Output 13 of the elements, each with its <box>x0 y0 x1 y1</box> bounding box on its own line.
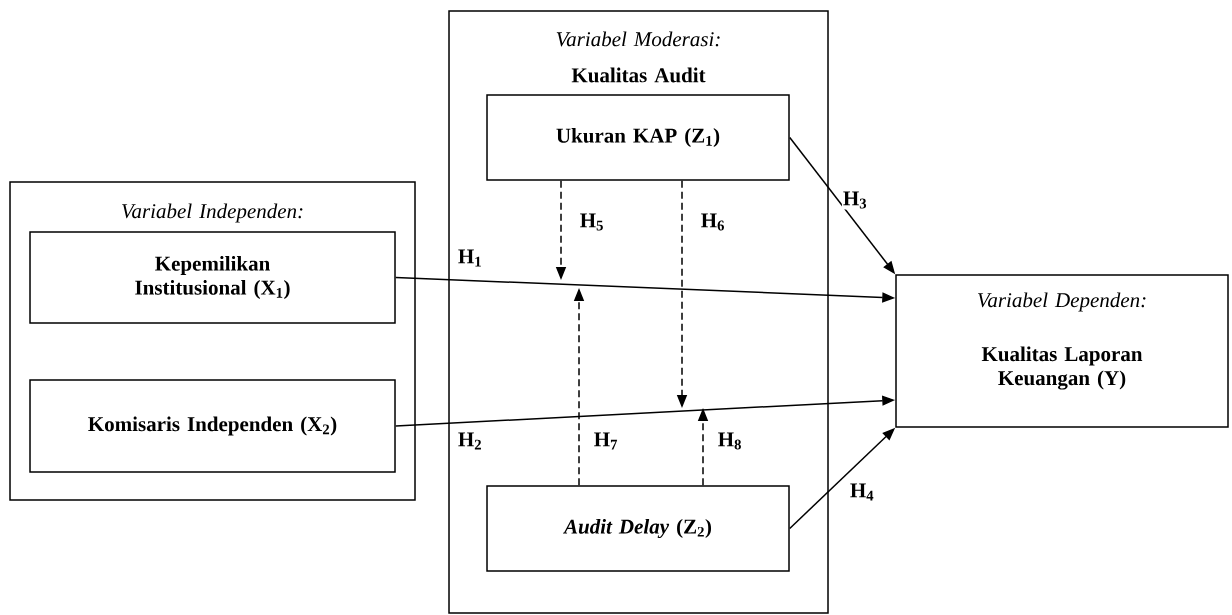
variable-box: Kepemilikan Institusional (X$_{1}$) <box>29 231 396 324</box>
edge-label: H$_{3}$ <box>841 190 869 210</box>
edge-label: H$_{5}$ <box>578 212 605 232</box>
variable-box: Ukuran KAP (Z$_{1}$) <box>486 94 790 181</box>
edge-label: H$_{4}$ <box>848 482 876 502</box>
edge-label: H$_{1}$ <box>456 248 484 268</box>
variable-box: Variabel Dependen: Kualitas Laporan Keuangan (Y) <box>895 274 1229 428</box>
edge-label: H$_{2}$ <box>456 431 484 451</box>
edge-label: H$_{6}$ <box>699 212 726 232</box>
variable-box: Audit Delay (Z$_{2}$) <box>486 485 790 572</box>
edge-label: H$_{7}$ <box>592 431 619 451</box>
edge-label: H$_{8}$ <box>716 431 743 451</box>
variable-box: Komisaris Independen (X$_{2}$) <box>29 379 396 473</box>
